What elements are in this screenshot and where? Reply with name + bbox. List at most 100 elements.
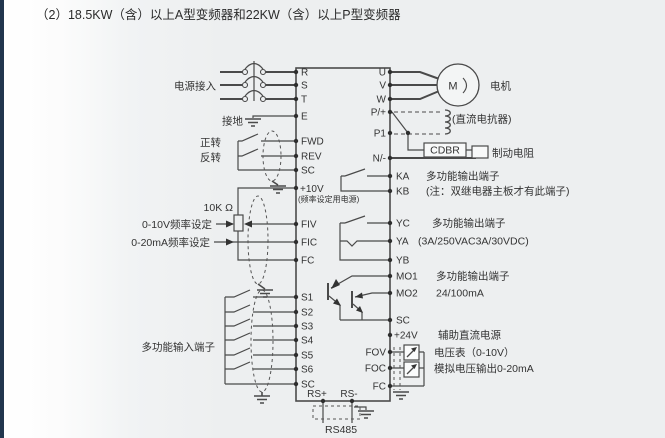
terminal-dot xyxy=(293,167,299,173)
terminal-rev: REV xyxy=(301,152,322,163)
terminal-s5: S5 xyxy=(301,351,314,362)
freq-current-label: 0-20mA频率设定 xyxy=(131,236,210,249)
terminal-dot xyxy=(293,221,299,227)
cdbr-unit-box xyxy=(423,142,467,158)
fov-desc: 电压表（0-10V） xyxy=(434,346,515,359)
terminal-dot xyxy=(387,257,393,263)
terminal-10v: +10V xyxy=(300,184,324,195)
terminal-sc3: SC xyxy=(396,316,410,327)
terminal-dot xyxy=(293,239,299,245)
terminal-dot xyxy=(405,130,411,136)
shield-ellipse-analog xyxy=(247,195,269,285)
terminal-dot xyxy=(293,257,299,263)
mo2-desc: 24/100mA xyxy=(436,288,484,300)
ya-desc: (3A/250VAC3A/30VDC) xyxy=(418,236,529,248)
kb-desc: (注：双继电器主板才有此端子) xyxy=(426,185,570,198)
terminal-dot xyxy=(293,337,299,343)
terminal-dot xyxy=(387,332,393,338)
motor-phase-arc xyxy=(462,77,468,94)
motor-label: 电机 xyxy=(490,80,511,93)
arrowheads xyxy=(226,220,363,313)
terminal-dot xyxy=(320,398,326,404)
meter-icons xyxy=(403,344,420,378)
terminal-dot xyxy=(293,113,299,119)
terminal-dot xyxy=(387,173,393,179)
terminal-dot xyxy=(387,238,393,244)
terminal-dots xyxy=(293,69,411,404)
potentiometer-icon xyxy=(233,214,244,232)
terminal-dot xyxy=(293,381,299,387)
terminal-dot xyxy=(387,349,393,355)
shield-lines-fov xyxy=(393,347,401,390)
terminal-dot xyxy=(387,96,393,102)
motor-icon xyxy=(436,63,480,107)
terminal-ka: KA xyxy=(396,172,410,183)
dc-reactor-label: (直流电抗器) xyxy=(452,113,512,126)
terminal-dot xyxy=(387,383,393,389)
terminal-fiv: FIV xyxy=(301,220,317,231)
terminal-p-plus: P/+ xyxy=(371,108,386,119)
terminal-10v-note: (频率设定用电源) xyxy=(298,194,360,204)
right-annotations: M 电机 (直流电抗器) CDBR 制动电阻 多功能输出端子 (注：双继电器主板… xyxy=(418,80,570,376)
terminal-dot xyxy=(387,188,393,194)
terminal-dot xyxy=(293,153,299,159)
terminal-dot xyxy=(387,290,393,296)
aux-power-desc: 辅助直流电源 xyxy=(438,329,501,342)
pot-value-label: 10K Ω xyxy=(204,202,234,214)
page-title: （2）18.5KW（含）以上A型变频器和22KW（含）以上P型变频器 xyxy=(36,7,401,22)
terminal-rs-minus: RS- xyxy=(340,389,357,400)
terminal-foc: FOC xyxy=(365,364,386,375)
terminal-s4: S4 xyxy=(301,336,314,347)
terminal-dot xyxy=(293,323,299,329)
freq-v-arrow xyxy=(226,220,234,228)
freq-i-arrow xyxy=(226,238,234,246)
terminal-fc-left: FC xyxy=(301,256,314,267)
terminal-s2: S2 xyxy=(301,308,314,319)
terminal-p1: P1 xyxy=(374,129,387,140)
shield-ellipse-inputs xyxy=(250,289,274,393)
power-wires xyxy=(220,71,476,159)
cdbr-label: CDBR xyxy=(430,145,460,157)
terminal-dot xyxy=(387,130,393,136)
cable-shields xyxy=(247,130,401,420)
terminal-24v: +24V xyxy=(394,331,418,342)
ground-symbols xyxy=(245,118,409,419)
yc-desc: 多功能输出端子 xyxy=(432,217,506,230)
terminal-fwd: FWD xyxy=(301,137,324,148)
left-annotations: 电源接入 接地 正转 反转 10K Ω 0-10V频率设定 0-20mA频率设定… xyxy=(131,80,243,354)
right-terminal-labels: U V W P/+ P1 N/- KA KB YC YA YB MO1 MO2 … xyxy=(365,68,418,393)
terminal-yc: YC xyxy=(396,219,410,230)
terminal-dot xyxy=(387,109,393,115)
terminal-w: W xyxy=(377,95,387,106)
terminal-sc2: SC xyxy=(301,380,315,391)
terminal-s1: S1 xyxy=(301,293,314,304)
control-wires xyxy=(214,61,472,423)
terminal-r: R xyxy=(301,68,308,79)
terminal-dot xyxy=(293,69,299,75)
forward-label: 正转 xyxy=(200,136,221,149)
terminal-fov: FOV xyxy=(365,348,386,359)
rs485-label: RS485 xyxy=(325,424,357,436)
terminal-mo1: MO1 xyxy=(396,272,418,283)
brake-resistor-icon xyxy=(471,145,489,159)
terminal-v: V xyxy=(379,81,386,92)
terminal-e: E xyxy=(301,112,308,123)
rs485-shield-box xyxy=(312,405,361,420)
dc-reactor-coil-icon xyxy=(444,109,451,135)
terminal-sc1: SC xyxy=(301,166,315,177)
terminal-dot xyxy=(293,366,299,372)
terminal-rs-plus: RS+ xyxy=(307,389,327,400)
breaker-contacts-icon xyxy=(241,68,267,103)
mo1-desc: 多功能输出端子 xyxy=(436,270,510,283)
terminal-dot xyxy=(293,352,299,358)
terminal-dot xyxy=(293,82,299,88)
terminal-dot xyxy=(349,398,355,404)
terminal-dot xyxy=(387,69,393,75)
motor-symbol: M xyxy=(448,81,457,93)
terminal-n-minus: N/- xyxy=(373,154,386,165)
terminal-s3: S3 xyxy=(301,322,314,333)
terminal-dot xyxy=(387,273,393,279)
power-input-label: 电源接入 xyxy=(174,80,216,93)
terminal-fc-right: FC xyxy=(373,382,386,393)
